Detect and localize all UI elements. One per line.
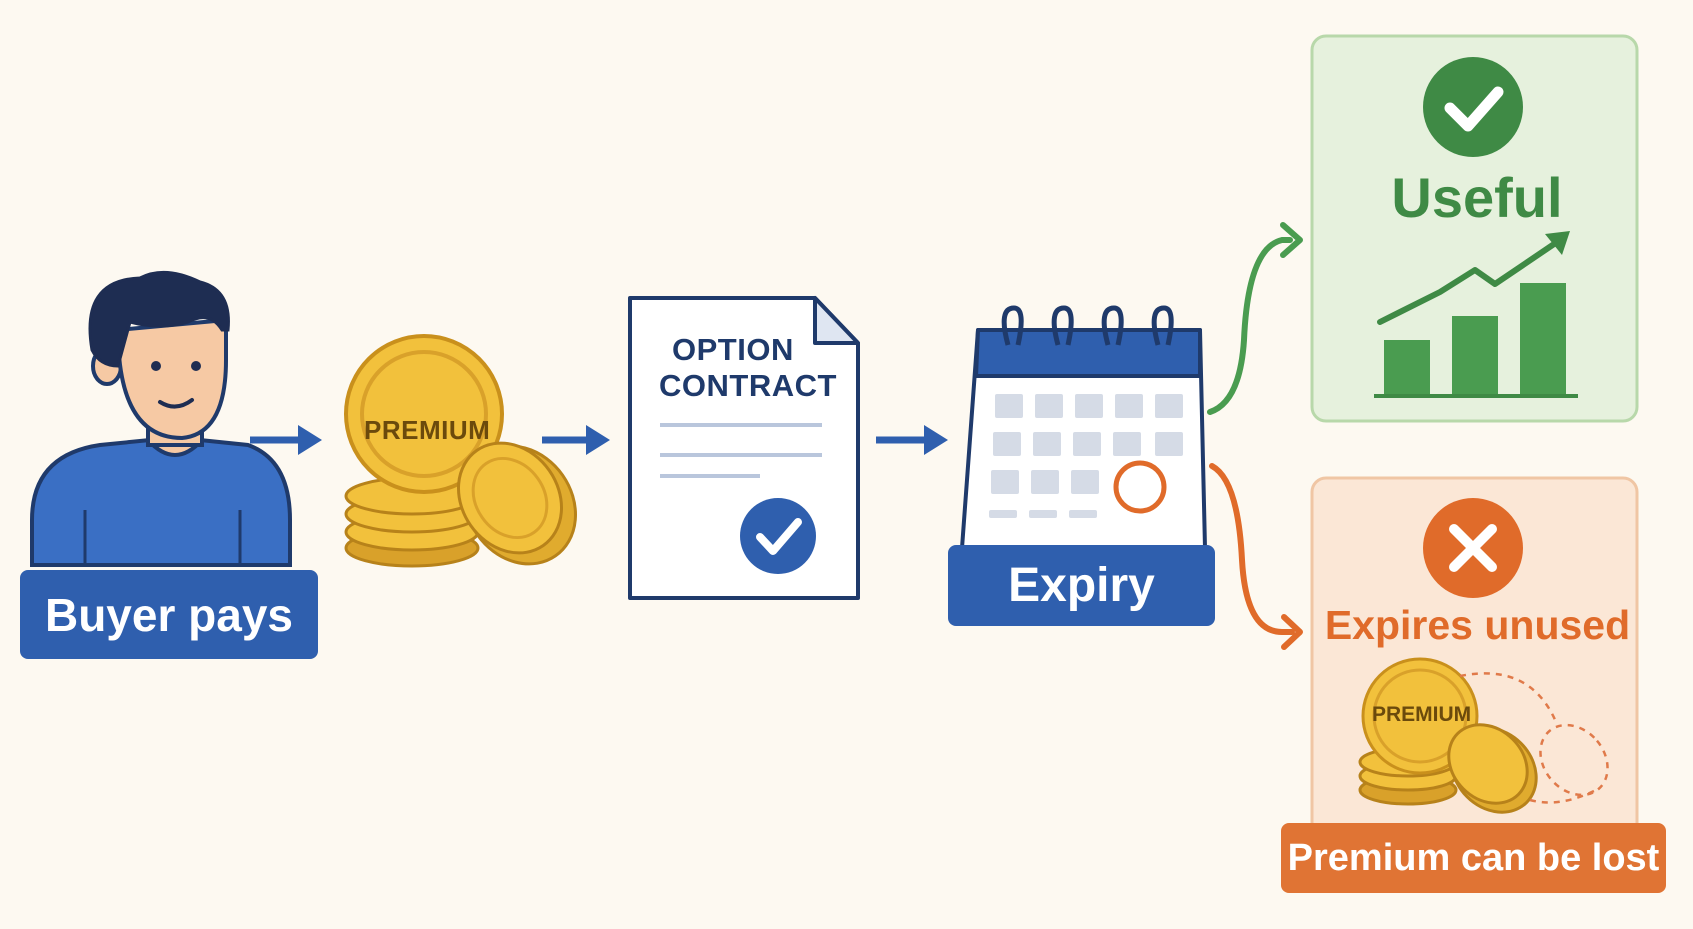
premium-coins-icon [344,334,577,568]
branch-arrow-useful [1207,222,1303,415]
premium-can-be-lost-label: Premium can be lost [1281,823,1666,893]
option-contract-document-icon [628,296,860,600]
calendar-icon [960,305,1207,550]
expiry-label: Expiry [948,545,1215,626]
useful-title: Useful [1391,166,1563,229]
flow-arrow-2 [542,425,610,455]
buyer-person-icon [30,270,292,567]
buyer-pays-label: Buyer pays [20,570,318,659]
expires-unused-title: Expires unused [1324,602,1631,648]
flow-arrow-3 [876,425,948,455]
lost-premium-coin-text: PREMIUM [1372,703,1472,726]
unused-outcome-panel [1310,476,1639,840]
contract-title-line2: CONTRACT [659,368,837,403]
branch-arrow-unused [1209,463,1303,650]
contract-title-line1: OPTION [672,332,794,367]
useful-outcome-panel [1310,34,1639,423]
flow-arrow-1 [250,425,322,455]
premium-coin-text: PREMIUM [364,415,491,445]
